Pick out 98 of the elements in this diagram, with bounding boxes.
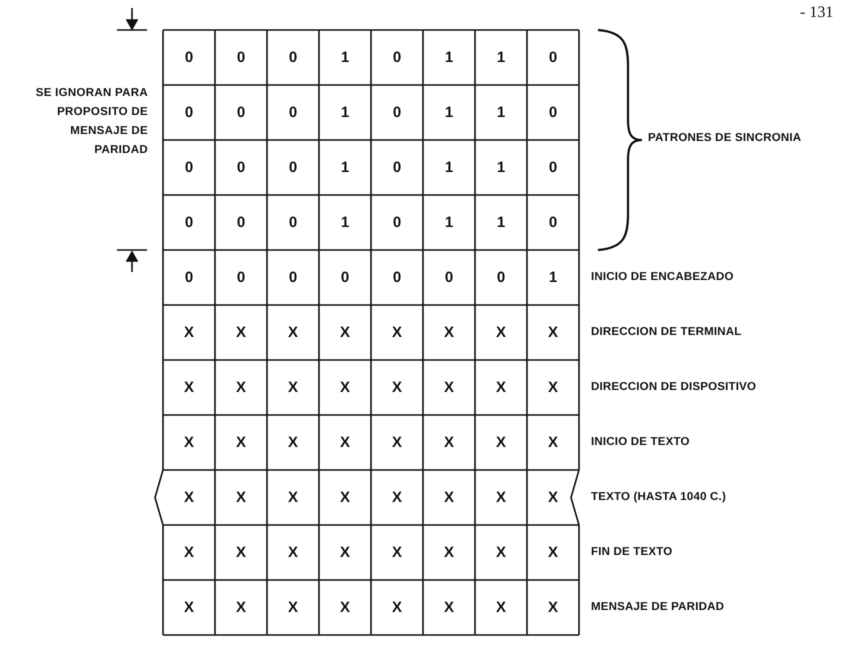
bit-value: 0 bbox=[288, 103, 298, 123]
bit-value: X bbox=[338, 378, 351, 398]
bit-value: X bbox=[494, 378, 507, 398]
bit-value: 0 bbox=[184, 103, 194, 123]
bit-value: X bbox=[338, 488, 351, 508]
bit-value: 0 bbox=[548, 103, 558, 123]
bit-value: X bbox=[234, 433, 247, 453]
bit-value: 0 bbox=[392, 48, 402, 68]
row-label: INICIO DE ENCABEZADO bbox=[591, 270, 734, 282]
bit-value: 1 bbox=[444, 158, 454, 178]
bit-value: 1 bbox=[444, 48, 454, 68]
side-note: SE IGNORAN PARA PROPOSITO DE MENSAJE DE PARIDAD bbox=[34, 86, 148, 158]
bit-value: 0 bbox=[288, 48, 298, 68]
bit-value: 0 bbox=[236, 158, 246, 178]
row-label: INICIO DE TEXTO bbox=[591, 436, 690, 448]
bit-value: X bbox=[234, 488, 247, 508]
bit-value: X bbox=[546, 378, 559, 398]
bit-value: 0 bbox=[184, 158, 194, 178]
bit-value: 0 bbox=[236, 103, 246, 123]
bit-value: 0 bbox=[392, 268, 402, 288]
bit-value: 1 bbox=[444, 103, 454, 123]
bit-value: X bbox=[494, 323, 507, 343]
bit-value: X bbox=[234, 598, 247, 618]
row-label: FIN DE TEXTO bbox=[591, 546, 672, 558]
bit-value: X bbox=[182, 323, 195, 343]
bit-value: 0 bbox=[340, 268, 350, 288]
bit-value: 0 bbox=[236, 48, 246, 68]
bit-value: 1 bbox=[340, 158, 350, 178]
bit-value: X bbox=[494, 488, 507, 508]
bit-value: X bbox=[442, 488, 455, 508]
bit-value: X bbox=[546, 543, 559, 563]
bit-value: 0 bbox=[288, 213, 298, 233]
bit-value: X bbox=[442, 378, 455, 398]
bit-value: X bbox=[338, 433, 351, 453]
bit-value: 0 bbox=[184, 213, 194, 233]
bit-value: X bbox=[286, 378, 299, 398]
bit-value: X bbox=[338, 598, 351, 618]
bit-value: X bbox=[442, 433, 455, 453]
bit-value: 1 bbox=[496, 158, 506, 178]
bit-value: X bbox=[390, 598, 403, 618]
bit-value: X bbox=[182, 543, 195, 563]
bit-value: X bbox=[390, 488, 403, 508]
bit-value: 0 bbox=[184, 48, 194, 68]
row-label: PATRONES DE SINCRONIA bbox=[648, 132, 802, 144]
bit-value: X bbox=[546, 433, 559, 453]
bit-value: X bbox=[494, 598, 507, 618]
bit-value: 0 bbox=[392, 158, 402, 178]
bit-value: X bbox=[442, 323, 455, 343]
bit-value: X bbox=[442, 543, 455, 563]
bit-value: X bbox=[546, 323, 559, 343]
bit-value: X bbox=[338, 323, 351, 343]
bit-value: 0 bbox=[288, 158, 298, 178]
bit-value: X bbox=[442, 598, 455, 618]
bit-value: X bbox=[494, 433, 507, 453]
bit-value: X bbox=[338, 543, 351, 563]
bit-value: X bbox=[286, 323, 299, 343]
bit-value: 1 bbox=[548, 268, 558, 288]
bit-value: X bbox=[182, 378, 195, 398]
bit-value: X bbox=[546, 598, 559, 618]
bit-value: X bbox=[286, 433, 299, 453]
bit-value: X bbox=[390, 543, 403, 563]
bit-value: 0 bbox=[444, 268, 454, 288]
bit-value: 0 bbox=[184, 268, 194, 288]
bit-value: 0 bbox=[392, 103, 402, 123]
row-label: TEXTO (HASTA 1040 C.) bbox=[591, 490, 726, 502]
bit-value: 1 bbox=[496, 48, 506, 68]
bit-value: 1 bbox=[340, 213, 350, 233]
bit-value: X bbox=[182, 433, 195, 453]
bit-value: 1 bbox=[444, 213, 454, 233]
bit-value: 0 bbox=[392, 213, 402, 233]
bit-value: 0 bbox=[548, 158, 558, 178]
bit-value: X bbox=[390, 433, 403, 453]
bit-value: X bbox=[546, 488, 559, 508]
bit-value: X bbox=[390, 378, 403, 398]
row-label: DIRECCION DE DISPOSITIVO bbox=[591, 380, 756, 392]
bit-value: 1 bbox=[340, 48, 350, 68]
bit-value: X bbox=[390, 323, 403, 343]
row-label: DIRECCION DE TERMINAL bbox=[591, 326, 742, 338]
bit-value: 0 bbox=[548, 213, 558, 233]
bit-value: 1 bbox=[340, 103, 350, 123]
bit-value: 1 bbox=[496, 213, 506, 233]
bit-value: X bbox=[234, 323, 247, 343]
bit-value: 0 bbox=[236, 268, 246, 288]
bit-value: 1 bbox=[496, 103, 506, 123]
bit-value: 0 bbox=[548, 48, 558, 68]
bit-value: 0 bbox=[288, 268, 298, 288]
bit-value: X bbox=[182, 598, 195, 618]
bit-value: X bbox=[182, 488, 195, 508]
bit-value: 0 bbox=[236, 213, 246, 233]
bit-value: X bbox=[234, 543, 247, 563]
bit-value: X bbox=[234, 378, 247, 398]
bit-value: X bbox=[286, 543, 299, 563]
row-label: MENSAJE DE PARIDAD bbox=[591, 600, 724, 612]
bit-value: X bbox=[494, 543, 507, 563]
bit-value: X bbox=[286, 598, 299, 618]
bit-value: 0 bbox=[496, 268, 506, 288]
page-number: - 131 bbox=[800, 4, 834, 22]
bit-value: X bbox=[286, 488, 299, 508]
